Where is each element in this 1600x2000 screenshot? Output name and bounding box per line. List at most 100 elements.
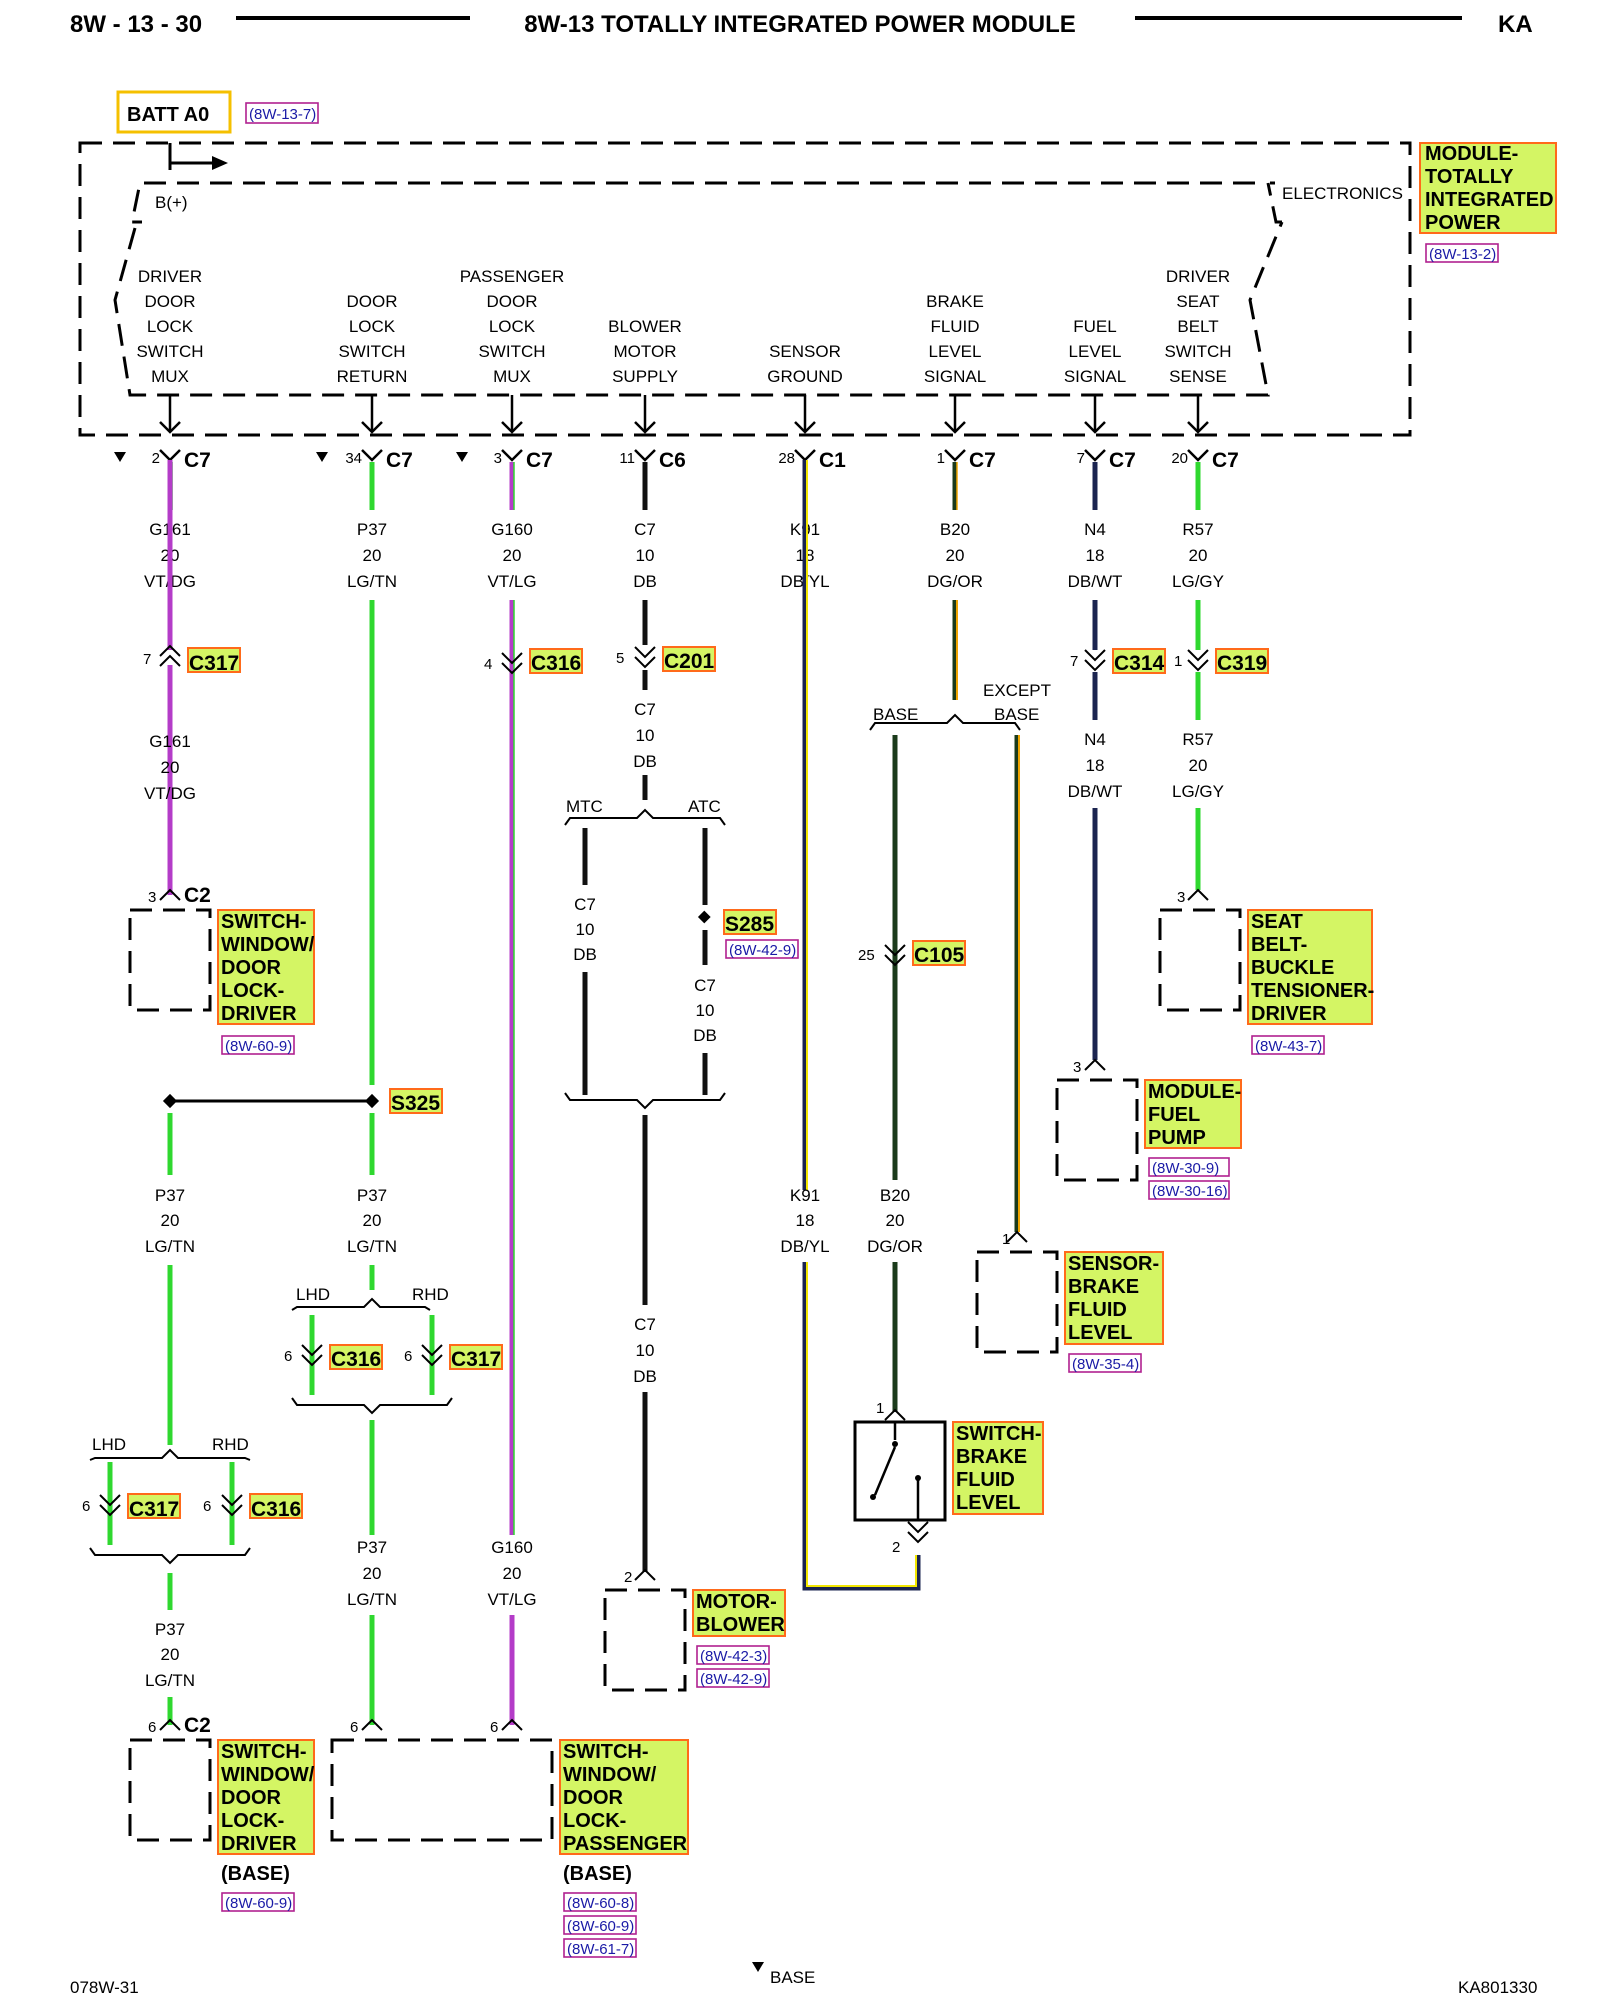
g160-lower-label-1: G160 [491, 1538, 533, 1557]
svg-text:S285: S285 [725, 913, 774, 936]
base-legend-icon [456, 452, 468, 462]
p37b-label-1: P37 [357, 1186, 387, 1205]
circuit-1-function-line: DOOR [145, 292, 196, 311]
component-seat-belt-tensioner: 3 SEAT BELT- BUCKLE TENSIONER- DRIVER (8… [1158, 888, 1374, 1055]
svg-text:(8W-61-7)[interactable]: (8W-61-7) [567, 1941, 634, 1958]
svg-text:20: 20 [886, 1211, 905, 1230]
svg-text:LOCK-: LOCK- [563, 1810, 626, 1832]
circuit-5-pin: 28 [778, 450, 795, 467]
g161-lower-label-1: G161 [149, 732, 191, 751]
connector-pin-mark [361, 449, 383, 462]
svg-text:SEAT: SEAT [1251, 911, 1303, 933]
module-label-3: INTEGRATED [1425, 189, 1554, 211]
batt-ref-link[interactable]: (8W-13-7) [249, 106, 316, 123]
connector-pin-mark [501, 449, 523, 462]
circuit-1-connector: C7 [184, 449, 211, 472]
svg-text:BRAKE: BRAKE [1068, 1276, 1139, 1298]
p37c-label-1: P37 [155, 1620, 185, 1639]
svg-text:(BASE): (BASE) [563, 1863, 632, 1885]
svg-text:2: 2 [892, 1539, 900, 1556]
component-sensor-brake-fluid: 1 SENSOR- BRAKE FLUID LEVEL (8W-35-4) [975, 1230, 1164, 1373]
svg-text:(8W-60-9)[interactable]: (8W-60-9) [567, 1918, 634, 1935]
circuit-7-pin: 7 [1077, 450, 1085, 467]
svg-text:(8W-43-7)[interactable]: (8W-43-7) [1255, 1038, 1322, 1055]
circuit-3-connector: C7 [526, 449, 553, 472]
svg-text:WINDOW/: WINDOW/ [563, 1764, 657, 1786]
batt-label: BATT A0 [127, 104, 209, 126]
circuit-3-function-line: PASSENGER [460, 267, 565, 286]
svg-text:C316: C316 [331, 1348, 381, 1371]
component-switch-window-driver-base: 6 C2 SWITCH- WINDOW/ DOOR LOCK- DRIVER (… [128, 1714, 315, 1912]
circuit-4-connector: C6 [659, 449, 686, 472]
svg-text:(8W-35-4)[interactable]: (8W-35-4) [1072, 1356, 1139, 1373]
svg-text:(8W-42-3)[interactable]: (8W-42-3) [700, 1648, 767, 1665]
swdb-variant: (BASE) [221, 1863, 290, 1885]
p37a-label-3: LG/TN [145, 1237, 195, 1256]
connector-c319: 1 C319 [1174, 648, 1269, 675]
svg-text:(8W-30-9)[interactable]: (8W-30-9) [1152, 1160, 1219, 1177]
svg-text:(8W-30-16)[interactable]: (8W-30-16) [1152, 1183, 1228, 1200]
circuit-8-function-line: DRIVER [1166, 267, 1230, 286]
g160-lower-label-3: VT/LG [487, 1590, 536, 1609]
circuit-6-function-line: FLUID [930, 317, 979, 336]
svg-text:(8W-60-8)[interactable]: (8W-60-8) [567, 1895, 634, 1912]
module-label-2: TOTALLY [1425, 166, 1514, 188]
svg-text:C316: C316 [531, 652, 581, 675]
connector-pin-mark [944, 449, 966, 462]
svg-text:BRAKE: BRAKE [956, 1446, 1027, 1468]
c317a-label: C317 [189, 652, 239, 675]
electronics-label: ELECTRONICS [1282, 184, 1403, 203]
swd-conn: C2 [184, 884, 211, 907]
svg-text:DB/YL: DB/YL [780, 1237, 829, 1256]
svg-text:7: 7 [1070, 653, 1078, 670]
svg-text:SWITCH-: SWITCH- [956, 1423, 1042, 1445]
circuit-2-function-line: SWITCH [338, 342, 405, 361]
swd-ref-link[interactable]: (8W-60-9) [225, 1038, 292, 1055]
module-ref-link[interactable]: (8W-13-2) [1429, 246, 1496, 263]
connector-c201: 5 C201 [616, 646, 716, 673]
svg-text:5: 5 [616, 650, 624, 667]
svg-text:25: 25 [858, 947, 875, 964]
circuit-8-pin: 20 [1171, 450, 1188, 467]
batt-a0: BATT A0 (8W-13-7) [116, 90, 319, 134]
circuit-2-wire-label: 20 [363, 546, 382, 565]
g160-lower-label-2: 20 [503, 1564, 522, 1583]
svg-text:DOOR: DOOR [221, 1787, 282, 1809]
power-module: ELECTRONICS B(+) MODULE- TOTALLY INTEGRA… [78, 141, 1557, 437]
circuit-6-wire-label: DG/OR [927, 572, 983, 591]
svg-text:DB: DB [573, 945, 597, 964]
circuit-5-connector: C1 [819, 449, 846, 472]
svg-text:20: 20 [1189, 756, 1208, 775]
circuit-2-function-line: DOOR [347, 292, 398, 311]
svg-text:MTC: MTC [566, 797, 603, 816]
svg-text:EXCEPT: EXCEPT [983, 681, 1051, 700]
svg-text:10: 10 [636, 1341, 655, 1360]
p37c-label-3: LG/TN [145, 1671, 195, 1690]
svg-text:B20: B20 [880, 1186, 910, 1205]
swd-label-2: WINDOW/ [221, 934, 315, 956]
svg-text:DRIVER: DRIVER [221, 1833, 297, 1855]
circuit-8-wire-label: R57 [1182, 520, 1213, 539]
component-switch-window-driver: 3 C2 SWITCH- WINDOW/ DOOR LOCK- DRIVER (… [128, 884, 315, 1055]
svg-text:TENSIONER-: TENSIONER- [1251, 980, 1374, 1002]
svg-text:C316: C316 [251, 1498, 301, 1521]
connector-pin-mark [794, 449, 816, 462]
circuit-8-function-line: SENSE [1169, 367, 1227, 386]
svg-text:FLUID: FLUID [1068, 1299, 1127, 1321]
circuit-7-connector: C7 [1109, 449, 1136, 472]
svg-text:(8W-42-9)[interactable]: (8W-42-9) [700, 1671, 767, 1688]
svg-text:(8W-42-9)[interactable]: (8W-42-9) [729, 942, 796, 959]
svg-text:DB: DB [693, 1026, 717, 1045]
swdb-ref-link[interactable]: (8W-60-9) [225, 1895, 292, 1912]
svg-text:N4: N4 [1084, 730, 1106, 749]
svg-text:SENSOR-: SENSOR- [1068, 1253, 1159, 1275]
p37d-label-2: 20 [363, 1564, 382, 1583]
svg-text:LOCK-: LOCK- [221, 1810, 284, 1832]
connector-pin-mark [1084, 449, 1106, 462]
svg-text:6: 6 [350, 1719, 358, 1736]
circuit-1-function-line: DRIVER [138, 267, 202, 286]
svg-text:10: 10 [576, 920, 595, 939]
